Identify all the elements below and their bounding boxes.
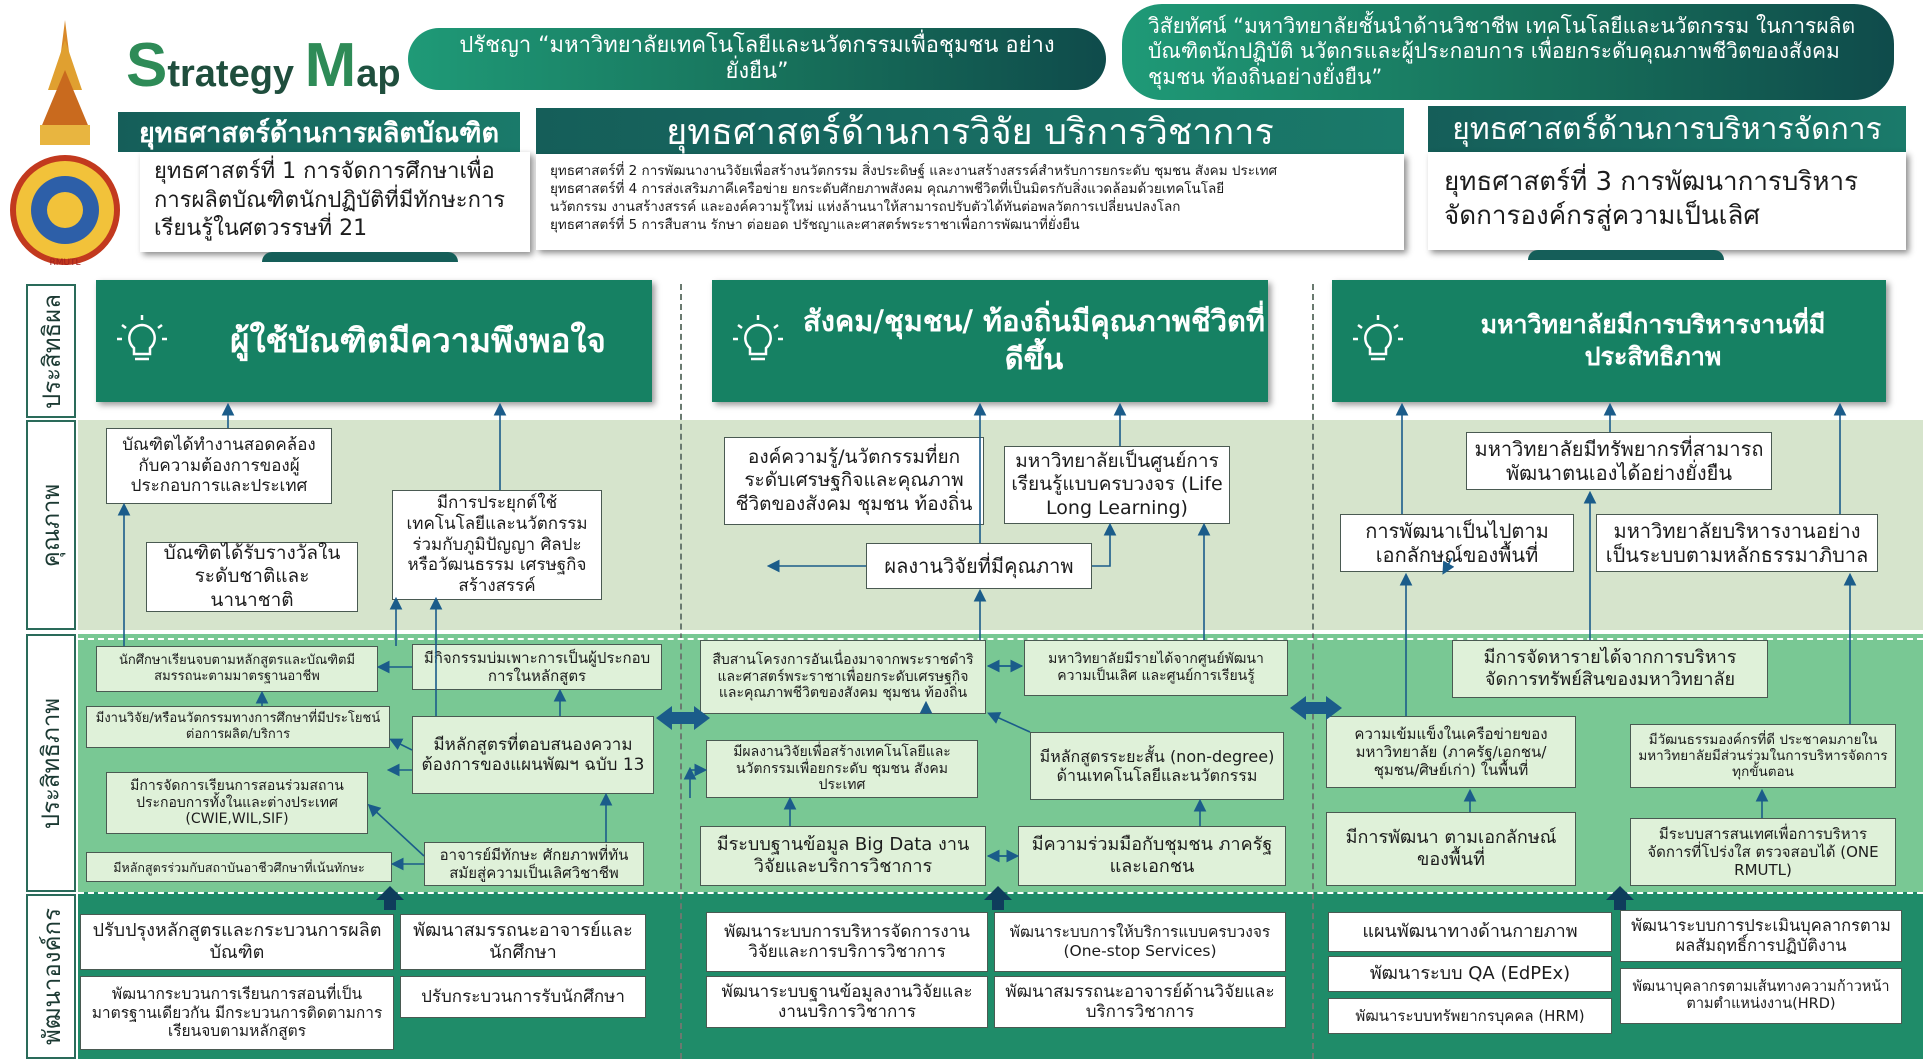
development-box: พัฒนาระบบการประเมินบุคลากรตามผลสัมฤทธิ์ก… (1620, 910, 1902, 962)
quality-box: มีการประยุกต์ใช้เทคโนโลยีและนวัตกรรมร่วม… (392, 490, 602, 600)
strategy-line: ยุทธศาสตร์ที่ 4 การส่งเสริมภาคีเครือข่าย… (550, 181, 1225, 198)
perspective-label-effectiveness: ประสิทธิผล (26, 284, 76, 418)
strategy-line: ยุทธศาสตร์ที่ 5 การสืบสาน รักษา ต่อยอด ป… (550, 217, 1080, 234)
strategy-title-graduate: ยุทธศาสตร์ด้านการผลิตบัณฑิต (118, 112, 520, 152)
efficiency-box: มีระบบฐานข้อมูล Big Data งานวิจัยและบริก… (700, 826, 986, 886)
row-divider (78, 638, 1923, 640)
development-box: พัฒนาบุคลากรตามเส้นทางความก้าวหน้าตามตำแ… (1620, 968, 1902, 1024)
efficiency-box: มีหลักสูตรระยะสั้น (non-degree) ด้านเทคโ… (1030, 732, 1284, 800)
efficiency-box: สืบสานโครงการอันเนื่องมาจากพระราชดำริและ… (700, 640, 986, 714)
development-box: พัฒนากระบวนการเรียนการสอนที่เป็นมาตรฐานเ… (80, 976, 394, 1050)
strategy-body-management: ยุทธศาสตร์ที่ 3 การพัฒนาการบริหารจัดการอ… (1428, 152, 1906, 250)
efficiency-box: มีหลักสูตรร่วมกับสถาบันอาชีวศึกษาที่เน้น… (86, 852, 392, 882)
development-box: พัฒนาระบบการให้บริการแบบครบวงจร (One-sto… (994, 912, 1286, 972)
university-emblem-logo: RMUTL (10, 20, 120, 270)
perspective-label-quality: คุณภาพ (26, 420, 76, 630)
efficiency-box: มีผลงานวิจัยเพื่อสร้างเทคโนโลยีและนวัตกร… (706, 740, 978, 798)
development-box: ปรับกระบวนการรับนักศึกษา (400, 976, 646, 1018)
perspective-label-efficiency: ประสิทธิภาพ (26, 634, 76, 892)
efficiency-box: มีการจัดหารายได้จากการบริหารจัดการทรัพย์… (1452, 640, 1768, 698)
efficiency-box: อาจารย์มีทักษะ ศักยภาพที่ทันสมัยสู่ความเ… (424, 842, 644, 886)
efficiency-box: มีระบบสารสนเทศเพื่อการบริหารจัดการที่โปร… (1630, 818, 1896, 886)
strategy-tab-management (1528, 250, 1724, 260)
efficiency-box: มีความร่วมมือกับชุมชน ภาครัฐและเอกชน (1018, 826, 1286, 886)
development-box: พัฒนาสมรรถนะอาจารย์ด้านวิจัยและบริการวิช… (994, 976, 1286, 1028)
svg-text:RMUTL: RMUTL (49, 258, 80, 268)
development-box: พัฒนาระบบการบริหารจัดการงานวิจัยและการบร… (706, 912, 988, 972)
efficiency-box: มีงานวิจัย/หรือนวัตกรรมทางการศึกษาที่มีป… (86, 706, 390, 748)
row-divider (78, 892, 1923, 894)
development-box: พัฒนาสมรรถนะอาจารย์และนักศึกษา (400, 914, 646, 970)
strategy-line: ยุทธศาสตร์ที่ 2 การพัฒนางานวิจัยเพื่อสร้… (550, 163, 1278, 179)
quality-box: ผลงานวิจัยที่มีคุณภาพ (866, 543, 1092, 589)
outcome-efficient-management: มหาวิทยาลัยมีการบริหารงานที่มีประสิทธิภา… (1332, 280, 1886, 402)
development-box: พัฒนาระบบ QA (EdPEx) (1328, 956, 1612, 992)
lightbulb-icon (1353, 315, 1403, 361)
perspective-label-development: พัฒนาองค์กร (26, 894, 76, 1059)
quality-box: องค์ความรู้/นวัตกรรมที่ยกระดับเศรษฐกิจแล… (724, 437, 984, 525)
strategy-title-management: ยุทธศาสตร์ด้านการบริหารจัดการ (1428, 106, 1906, 152)
quality-box: การพัฒนาเป็นไปตามเอกลักษณ์ของพื้นที่ (1340, 514, 1574, 572)
outcome-label: มหาวิทยาลัยมีการบริหารงานที่มีประสิทธิภา… (1480, 309, 1826, 372)
efficiency-box: มีกิจกรรมบ่มเพาะการเป็นผู้ประกอบการในหลั… (412, 644, 662, 690)
lightbulb-icon (733, 315, 783, 361)
outcome-label: สังคม/ชุมชน/ ท้องถิ่นมีคุณภาพชีวิตที่ดีข… (803, 304, 1265, 376)
development-box: พัฒนาระบบทรัพยากรบุคคล (HRM) (1328, 998, 1612, 1034)
development-box: พัฒนาระบบฐานข้อมูลงานวิจัยและงานบริการวิ… (706, 976, 988, 1028)
column-divider (680, 284, 682, 1059)
efficiency-box: มีหลักสูตรที่ตอบสนองความต้องการของแผนพัฒ… (412, 716, 654, 794)
efficiency-box: ความเข้มแข็งในเครือข่ายของมหาวิทยาลัย (ภ… (1326, 716, 1576, 788)
quality-box: บัณฑิตได้รับรางวัลในระดับชาติและนานาชาติ (146, 542, 358, 612)
outcome-label: ผู้ใช้บัณฑิตมีความพึงพอใจ (230, 320, 606, 360)
quality-box: มหาวิทยาลัยบริหารงานอย่างเป็นระบบตามหลัก… (1596, 514, 1878, 572)
lightbulb-icon (117, 315, 167, 361)
efficiency-box: มีวัฒนธรรมองค์กรที่ดี ประชาคมภายในมหาวิท… (1630, 724, 1896, 788)
efficiency-box: นักศึกษาเรียนจบตามหลักสูตรและบัณฑิตมีสมร… (96, 646, 378, 692)
strategy-line: นวัตกรรม งานสร้างสรรค์ และองค์ความรู้ใหม… (550, 199, 1181, 216)
strategy-body-research: ยุทธศาสตร์ที่ 2 การพัฒนางานวิจัยเพื่อสร้… (536, 154, 1404, 250)
efficiency-box: มีการพัฒนา ตามเอกลักษณ์ของพื้นที่ (1326, 812, 1576, 886)
outcome-graduate-satisfaction: ผู้ใช้บัณฑิตมีความพึงพอใจ (96, 280, 652, 402)
strategy-map-title: Strategy Map (126, 31, 401, 100)
outcome-community-quality-of-life: สังคม/ชุมชน/ ท้องถิ่นมีคุณภาพชีวิตที่ดีข… (712, 280, 1268, 402)
strategy-tab-graduate (262, 252, 458, 262)
strategy-title-research: ยุทธศาสตร์ด้านการวิจัย บริการวิชาการ (536, 108, 1404, 154)
quality-box: มหาวิทยาลัยเป็นศูนย์การเรียนรู้แบบครบวงจ… (1004, 446, 1230, 524)
efficiency-box: มหาวิทยาลัยมีรายได้จากศูนย์พัฒนาความเป็น… (1024, 640, 1288, 696)
vision-banner: วิสัยทัศน์ “มหาวิทยาลัยชั้นนำด้านวิชาชีพ… (1122, 4, 1894, 100)
efficiency-box: มีการจัดการเรียนการสอนร่วมสถานประกอบการท… (106, 772, 368, 834)
quality-box: บัณฑิตได้ทำงานสอดคล้องกับความต้องการของผ… (106, 428, 332, 504)
strategy-body-graduate: ยุทธศาสตร์ที่ 1 การจัดการศึกษาเพื่อการผล… (140, 152, 530, 252)
column-divider (1312, 284, 1314, 1059)
quality-box: มหาวิทยาลัยมีทรัพยากรที่สามารถพัฒนาตนเอง… (1466, 432, 1772, 490)
development-box: ปรับปรุงหลักสูตรและกระบวนการผลิตบัณฑิต (80, 914, 394, 970)
development-box: แผนพัฒนาทางด้านกายภาพ (1328, 912, 1612, 952)
philosophy-banner: ปรัชญา “มหาวิทยาลัยเทคโนโลยีและนวัตกรรมเ… (408, 28, 1106, 90)
